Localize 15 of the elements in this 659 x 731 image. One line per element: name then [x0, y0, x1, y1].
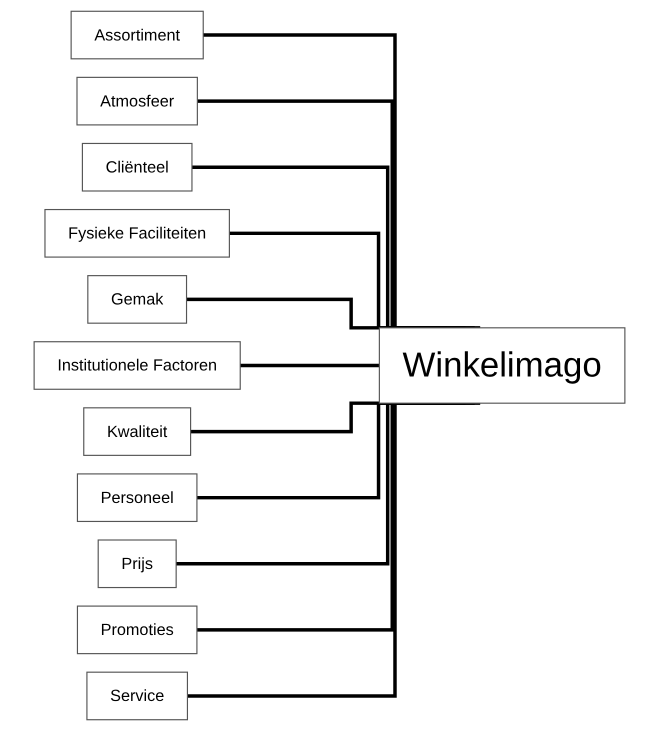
node-box: Winkelimago	[378, 327, 626, 404]
connector	[187, 401, 480, 698]
connector	[240, 364, 380, 368]
node-box: Prijs	[98, 539, 177, 588]
node-box: Kwaliteit	[83, 407, 192, 456]
node-box: Gemak	[87, 275, 188, 324]
node-box: Cliënteel	[82, 142, 193, 192]
node-box: Fysieke Faciliteiten	[44, 208, 230, 258]
node-box: Assortiment	[70, 10, 204, 60]
node-box: Service	[86, 672, 188, 720]
node-box: Atmosfeer	[76, 76, 198, 126]
node-box: Institutionele Factoren	[34, 341, 241, 390]
node-box: Promoties	[76, 606, 198, 654]
connector	[186, 298, 392, 330]
node-box: Personeel	[76, 473, 198, 522]
